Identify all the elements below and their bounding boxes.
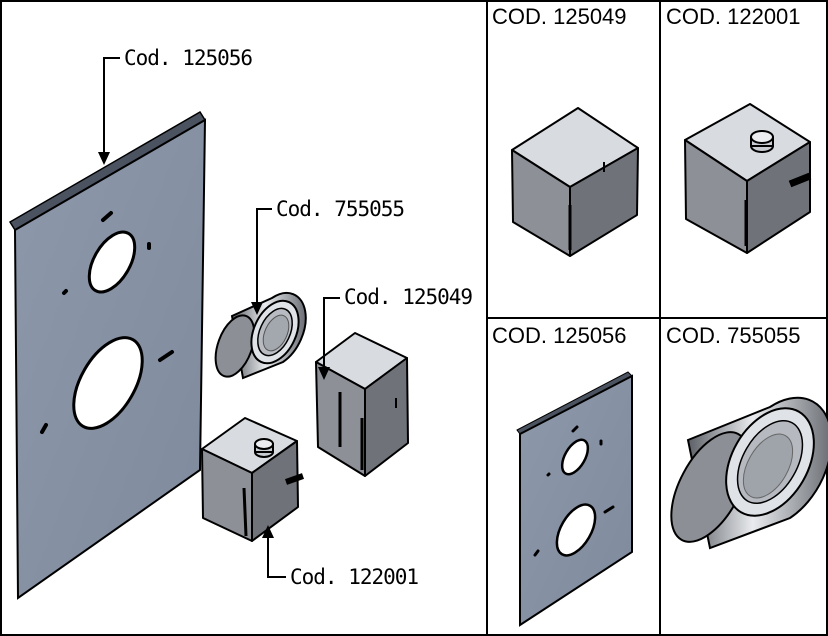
detail-plate-125056 <box>516 371 633 627</box>
callout-plate-code: Cod. 125056 <box>124 46 253 70</box>
callout-ring-code: Cod. 755055 <box>276 197 405 221</box>
detail-title-125056: COD. 125056 <box>492 323 627 348</box>
detail-title-122001: COD. 122001 <box>666 4 801 29</box>
detail-title-125049: COD. 125049 <box>492 4 627 29</box>
leader-lines <box>103 57 340 578</box>
detail-title-755055: COD. 755055 <box>666 323 801 348</box>
detail-box-122001 <box>684 103 812 254</box>
detail-ring-755055 <box>670 396 828 550</box>
box-122001 <box>201 417 304 542</box>
callout-box-code: Cod. 125049 <box>344 285 473 309</box>
mounting-plate <box>8 110 207 600</box>
detail-box-125049 <box>511 107 639 257</box>
box-125049 <box>315 332 409 477</box>
leader-arrowheads <box>98 152 330 538</box>
callout-box-nut-code: Cod. 122001 <box>290 565 419 589</box>
threaded-ring <box>214 291 307 380</box>
